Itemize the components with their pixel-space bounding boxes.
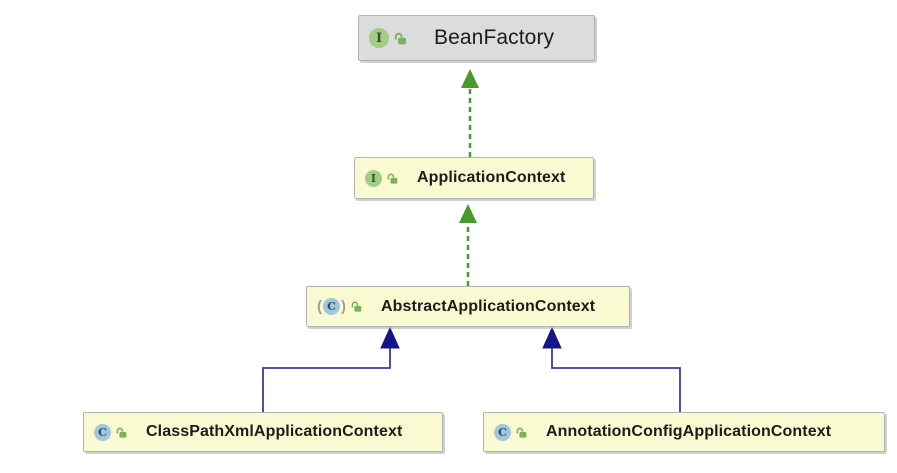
unlock-icon <box>387 173 398 184</box>
node-classpathxmlapplicationcontext[interactable]: C ClassPathXmlApplicationContext <box>83 412 443 452</box>
node-beanfactory[interactable]: I BeanFactory <box>358 15 595 61</box>
abstract-class-icon: ( C ) <box>317 298 346 315</box>
unlock-icon <box>394 32 407 44</box>
class-icon: C <box>94 423 111 441</box>
interface-icon: I <box>369 28 389 48</box>
unlock-icon <box>116 427 127 438</box>
node-icons: I <box>365 169 399 187</box>
node-applicationcontext[interactable]: I ApplicationContext <box>354 157 594 199</box>
abstract-paren-open: ( <box>317 298 322 315</box>
abstract-paren-close: ) <box>341 298 346 315</box>
edge-realization-applicationcontext-beanfactory <box>461 69 479 157</box>
interface-icon: I <box>365 169 382 187</box>
node-annotationconfigapplicationcontext[interactable]: C AnnotationConfigApplicationContext <box>483 412 885 452</box>
node-label: BeanFactory <box>434 26 555 49</box>
node-label: AnnotationConfigApplicationContext <box>546 423 832 440</box>
unlock-icon <box>516 427 527 438</box>
node-label: ApplicationContext <box>417 169 566 186</box>
edge-realization-abstractappcontext-applicationcontext <box>459 204 477 286</box>
edge-inheritance-annotationconfig-abstractappcontext <box>542 326 681 412</box>
class-icon: C <box>494 423 511 441</box>
node-icons: ( C ) <box>317 298 363 315</box>
edge-inheritance-classpathxml-abstractappcontext <box>262 326 400 412</box>
unlock-icon <box>351 301 362 312</box>
node-icons: C <box>94 423 128 441</box>
node-icons: I <box>369 28 408 48</box>
node-icons: C <box>494 423 528 441</box>
class-icon: C <box>323 298 340 315</box>
node-label: ClassPathXmlApplicationContext <box>146 423 403 440</box>
node-label: AbstractApplicationContext <box>381 297 596 315</box>
node-abstractapplicationcontext[interactable]: ( C ) AbstractApplicationContext <box>306 286 630 327</box>
